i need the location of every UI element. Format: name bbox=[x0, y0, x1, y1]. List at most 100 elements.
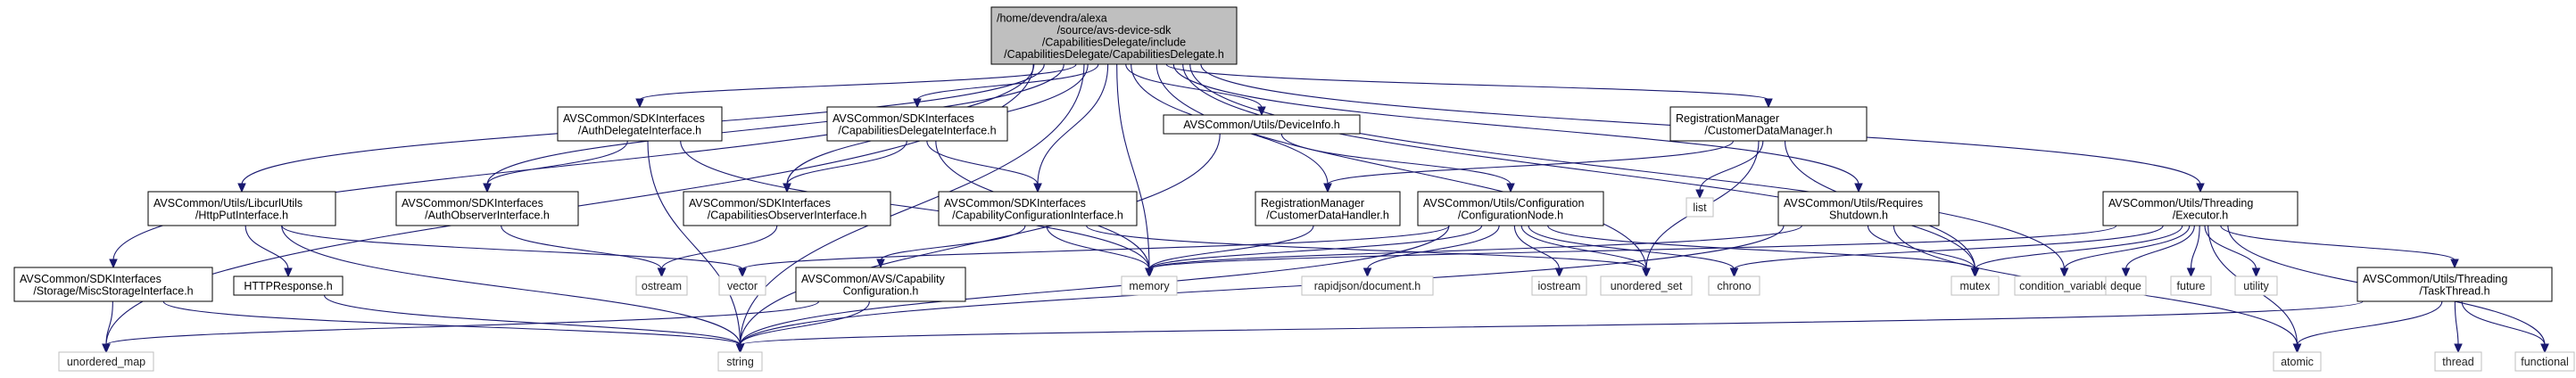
node-custhandler[interactable]: RegistrationManager/CustomerDataHandler.… bbox=[1255, 191, 1401, 226]
node-memory[interactable]: memory bbox=[1121, 275, 1178, 296]
node-chrono[interactable]: chrono bbox=[1708, 275, 1760, 296]
node-avscap[interactable]: AVSCommon/AVS/CapabilityConfiguration.h bbox=[795, 267, 966, 302]
node-list[interactable]: list bbox=[1686, 197, 1714, 218]
edge-taskthread-to-functional bbox=[2461, 300, 2549, 354]
node-box bbox=[557, 106, 723, 142]
edge-arrowhead bbox=[2540, 343, 2549, 354]
node-label-line: Shutdown.h bbox=[1829, 209, 1888, 221]
edge-line bbox=[1182, 63, 1976, 270]
edge-line bbox=[2063, 225, 2191, 270]
node-label-line: list bbox=[1693, 201, 1707, 214]
edge-line bbox=[2204, 225, 2257, 270]
edge-line bbox=[1086, 225, 1647, 270]
node-label-line: thread bbox=[2442, 356, 2473, 368]
node-label-line: AVSCommon/Utils/Configuration bbox=[1423, 197, 1584, 210]
node-deque[interactable]: deque bbox=[2105, 275, 2147, 296]
node-label-line: /CapabilitiesObserverInterface.h bbox=[708, 209, 867, 221]
edge-avscap-to-unordered_map bbox=[102, 300, 820, 354]
edge-capobs-to-ostream bbox=[657, 225, 778, 278]
edge-line bbox=[1165, 63, 1769, 101]
edge-line bbox=[916, 63, 1099, 101]
node-capdel[interactable]: AVSCommon/SDKInterfaces/CapabilitiesDele… bbox=[826, 106, 1008, 142]
edge-arrowhead bbox=[1764, 98, 1773, 109]
edge-line bbox=[647, 140, 741, 346]
edge-root-to-unordered_set bbox=[1155, 63, 1651, 278]
node-capconf[interactable]: AVSCommon/SDKInterfaces/CapabilityConfig… bbox=[938, 191, 1138, 226]
edge-arrowhead bbox=[1145, 267, 1154, 278]
node-label-line: unordered_map bbox=[67, 356, 145, 368]
edge-line bbox=[1327, 140, 1735, 185]
node-box bbox=[826, 106, 1008, 142]
edge-line bbox=[926, 140, 1039, 185]
edge-line bbox=[739, 300, 2364, 346]
node-label-line: /CapabilitiesDelegate/include bbox=[1042, 36, 1186, 48]
node-box bbox=[2105, 275, 2147, 296]
node-label-line: functional bbox=[2521, 356, 2569, 368]
node-confnode[interactable]: AVSCommon/Utils/Configuration/Configurat… bbox=[1417, 191, 1604, 226]
node-label-line: AVSCommon/Utils/LibcurlUtils bbox=[153, 197, 302, 210]
node-label-line: future bbox=[2177, 280, 2206, 292]
node-iostream[interactable]: iostream bbox=[1531, 275, 1587, 296]
node-string[interactable]: string bbox=[717, 351, 763, 372]
edge-executor-to-condvar bbox=[2059, 225, 2191, 278]
node-root[interactable]: /home/devendra/alexa/source/avs-device-s… bbox=[990, 6, 1238, 65]
edge-arrowhead bbox=[2454, 343, 2463, 354]
edge-executor-to-taskthread bbox=[2220, 225, 2459, 269]
node-unordered_set[interactable]: unordered_set bbox=[1600, 275, 1693, 296]
node-label-line: rapidjson/document.h bbox=[1314, 280, 1421, 292]
node-label-line: iostream bbox=[1538, 280, 1581, 292]
node-custmgr[interactable]: RegistrationManager/CustomerDataManager.… bbox=[1669, 106, 1868, 142]
node-box bbox=[2357, 267, 2553, 302]
edge-line bbox=[2125, 225, 2195, 270]
node-label-line: /CapabilitiesDelegateInterface.h bbox=[838, 124, 996, 136]
node-box bbox=[683, 191, 891, 226]
node-authobs[interactable]: AVSCommon/SDKInterfaces/AuthObserverInte… bbox=[395, 191, 579, 226]
node-label-line: Configuration.h bbox=[843, 284, 919, 297]
node-label-line: unordered_set bbox=[1611, 280, 1683, 292]
node-misc[interactable]: AVSCommon/SDKInterfaces/Storage/MiscStor… bbox=[13, 267, 213, 302]
node-authdel[interactable]: AVSCommon/SDKInterfaces/AuthDelegateInte… bbox=[557, 106, 723, 142]
node-box bbox=[1121, 275, 1178, 296]
node-devinfo[interactable]: AVSCommon/Utils/DeviceInfo.h bbox=[1163, 114, 1361, 135]
node-label-line: /AuthDelegateInterface.h bbox=[578, 124, 701, 136]
edge-root-to-capconf bbox=[1033, 63, 1109, 193]
edge-arrowhead bbox=[2121, 267, 2131, 278]
node-future[interactable]: future bbox=[2170, 275, 2212, 296]
edge-line bbox=[739, 300, 870, 346]
edge-line bbox=[2190, 225, 2200, 270]
node-vector[interactable]: vector bbox=[718, 275, 766, 296]
node-mutex[interactable]: mutex bbox=[1951, 275, 2000, 296]
node-executor[interactable]: AVSCommon/Utils/Threading/Executor.h bbox=[2102, 191, 2299, 226]
node-box bbox=[1417, 191, 1604, 226]
node-box bbox=[1531, 275, 1587, 296]
node-functional[interactable]: functional bbox=[2514, 351, 2575, 372]
edge-line bbox=[2454, 300, 2459, 346]
node-thread[interactable]: thread bbox=[2434, 351, 2482, 372]
node-taskthread[interactable]: AVSCommon/Utils/Threading/TaskThread.h bbox=[2357, 267, 2553, 302]
node-unordered_map[interactable]: unordered_map bbox=[58, 351, 154, 372]
node-ostream[interactable]: ostream bbox=[635, 275, 688, 296]
edge-arrowhead bbox=[783, 183, 791, 193]
node-rapidjson[interactable]: rapidjson/document.h bbox=[1301, 275, 1434, 296]
node-capobs[interactable]: AVSCommon/SDKInterfaces/CapabilitiesObse… bbox=[683, 191, 891, 226]
edge-arrowhead bbox=[735, 343, 745, 354]
edge-executor-to-mutex bbox=[1970, 225, 2183, 278]
edge-line bbox=[1974, 225, 2183, 270]
edge-arrowhead bbox=[102, 343, 111, 354]
edge-arrowhead bbox=[284, 267, 293, 278]
node-label-line: chrono bbox=[1717, 280, 1751, 292]
node-libcurl[interactable]: AVSCommon/Utils/LibcurlUtils/HttpPutInte… bbox=[147, 191, 336, 226]
node-condvar[interactable]: condition_variable bbox=[2014, 275, 2115, 296]
node-utility[interactable]: utility bbox=[2234, 275, 2278, 296]
node-httpresp[interactable]: HTTPResponse.h bbox=[233, 275, 344, 296]
edge-arrowhead bbox=[2251, 267, 2261, 278]
edge-executor-to-future bbox=[2186, 225, 2200, 278]
node-box bbox=[1708, 275, 1760, 296]
node-label-line: /AuthObserverInterface.h bbox=[425, 209, 550, 221]
node-label-line: /ConfigurationNode.h bbox=[1458, 209, 1563, 221]
node-atomic[interactable]: atomic bbox=[2273, 351, 2322, 372]
node-label-line: AVSCommon/SDKInterfaces bbox=[689, 197, 831, 210]
node-box bbox=[2170, 275, 2212, 296]
